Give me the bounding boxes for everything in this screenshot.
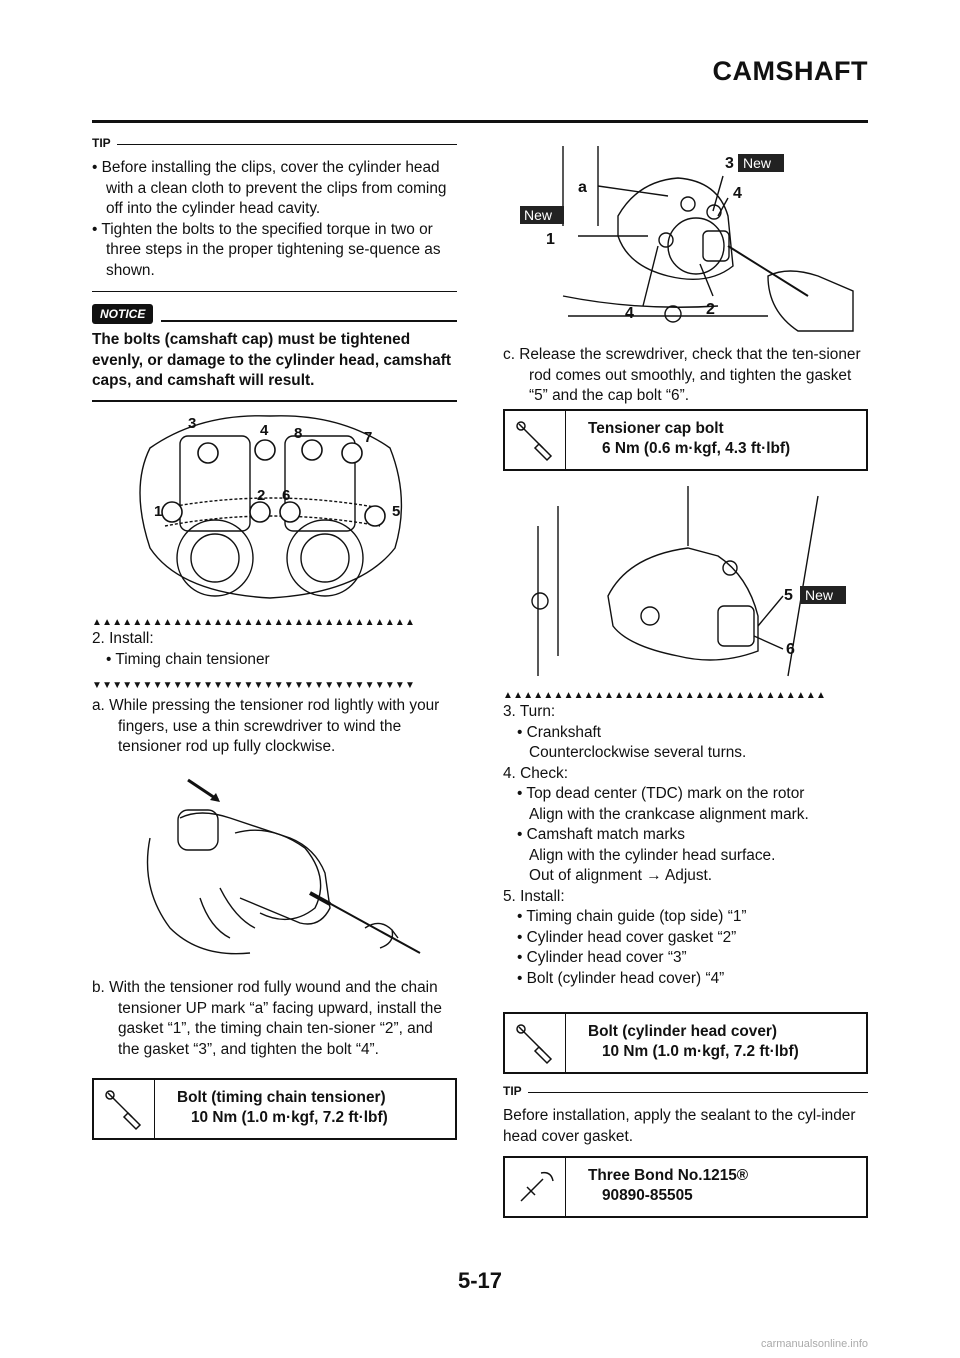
notice-heading: NOTICE [92, 304, 457, 324]
step-5-item: • Cylinder head cover “3” [517, 949, 687, 966]
substep-c: c. Release the screwdriver, check that t… [503, 346, 861, 404]
callout-8: 8 [294, 425, 302, 442]
left-column-steps: ▲▲▲▲▲▲▲▲▲▲▲▲▲▲▲▲▲▲▲▲▲▲▲▲▲▲▲▲▲▲▲▲ 2. Inst… [92, 617, 457, 758]
end-marker: ▲▲▲▲▲▲▲▲▲▲▲▲▲▲▲▲▲▲▲▲▲▲▲▲▲▲▲▲▲▲▲▲ [503, 690, 827, 701]
spec-value: 10 Nm (1.0 m·kgf, 7.2 ft·lbf) [602, 1043, 799, 1060]
spec-value: 90890-85505 [602, 1187, 693, 1204]
step-4-detail: Align with the cylinder head surface. [529, 846, 776, 864]
torque-wrench-icon [94, 1080, 155, 1138]
step-4: 4. Check: [503, 764, 569, 782]
step-4-detail: Align with the crankcase alignment mark. [529, 805, 809, 823]
step-5-item: • Timing chain guide (top side) “1” [517, 908, 747, 925]
step-5-item: • Cylinder head cover gasket “2” [517, 928, 737, 946]
substep-a: a. While pressing the tensioner rod ligh… [92, 697, 440, 755]
right-column-sub-c: c. Release the screwdriver, check that t… [503, 345, 868, 407]
callout-5: 5 [392, 503, 400, 520]
spec-name: Three Bond No.1215® [588, 1167, 749, 1184]
spec-name: Tensioner cap bolt [588, 420, 724, 437]
callout-1: 1 [546, 231, 555, 248]
callout-3: 3 [725, 155, 734, 172]
start-marker: ▼▼▼▼▼▼▼▼▼▼▼▼▼▼▼▼▼▼▼▼▼▼▼▼▼▼▼▼▼▼▼▼ [92, 680, 416, 691]
end-marker: ▲▲▲▲▲▲▲▲▲▲▲▲▲▲▲▲▲▲▲▲▲▲▲▲▲▲▲▲▲▲▲▲ [92, 617, 416, 628]
callout-3: 3 [188, 415, 196, 432]
sealant-spec-box: Three Bond No.1215® 90890-85505 [503, 1156, 868, 1218]
torque-wrench-icon [505, 411, 566, 469]
callout-4: 4 [733, 185, 742, 202]
tensioner-cap-figure: 5 6 New [531, 486, 846, 677]
step-3-item: • Crankshaft [517, 723, 602, 741]
callout-5: 5 [784, 587, 793, 604]
tip-item: • Tighten the bolts to the specified tor… [92, 220, 441, 279]
watermark: carmanualsonline.info [760, 1338, 868, 1350]
left-column: TIP • Before installing the clips, cover… [92, 136, 457, 402]
torque-spec-box: Tensioner cap bolt 6 Nm (0.6 m·kgf, 4.3 … [503, 409, 868, 471]
step-2: 2. Install: [92, 630, 154, 647]
step-3-detail: Counterclockwise several turns. [529, 744, 747, 761]
new-badge: New [805, 587, 834, 603]
torque-spec-box: Bolt (cylinder head cover) 10 Nm (1.0 m·… [503, 1012, 868, 1074]
torque-wrench-icon [505, 1014, 566, 1072]
page-number: 5-17 [457, 1268, 503, 1293]
header-rule [92, 120, 868, 123]
callout-4: 4 [260, 422, 269, 439]
right-column-steps: ▲▲▲▲▲▲▲▲▲▲▲▲▲▲▲▲▲▲▲▲▲▲▲▲▲▲▲▲▲▲▲▲ 3. Turn… [503, 690, 868, 989]
tip-label: TIP [92, 136, 111, 150]
callout-6: 6 [786, 641, 795, 658]
right-tip: TIP Before installation, apply the seala… [503, 1084, 868, 1158]
divider [92, 399, 457, 402]
tip-heading: TIP [92, 136, 457, 150]
step-2-item: • Timing chain tensioner [106, 650, 270, 668]
sealant-icon [505, 1158, 566, 1216]
callout-2: 2 [706, 301, 715, 318]
callout-1: 1 [154, 503, 162, 520]
callout-4: 4 [625, 305, 634, 322]
new-badge: New [524, 207, 553, 223]
step-4-detail: Out of alignment → Adjust. [529, 867, 713, 884]
tensioner-wind-figure [146, 778, 421, 955]
spec-name: Bolt (cylinder head cover) [588, 1023, 778, 1040]
callout-2: 2 [257, 487, 265, 504]
spec-value: 6 Nm (0.6 m·kgf, 4.3 ft·lbf) [602, 440, 791, 457]
substep-b: b. With the tensioner rod fully wound an… [92, 979, 442, 1058]
step-3: 3. Turn: [503, 703, 556, 720]
camshaft-cap-figure: 1 2 3 4 5 6 7 8 [139, 415, 403, 599]
callout-6: 6 [282, 487, 290, 504]
divider [92, 291, 457, 292]
step-5: 5. Install: [503, 887, 565, 905]
notice-badge: NOTICE [92, 304, 154, 324]
tip-text: Before installation, apply the sealant t… [503, 1107, 856, 1145]
tip-label: TIP [503, 1084, 522, 1098]
torque-spec-box: Bolt (timing chain tensioner) 10 Nm (1.0… [92, 1078, 457, 1140]
tip-item: • Before installing the clips, cover the… [92, 159, 447, 217]
new-badge: New [743, 155, 772, 171]
tip-heading: TIP [503, 1084, 868, 1098]
callout-a: a [578, 179, 587, 196]
step-4-item: • Top dead center (TDC) mark on the roto… [517, 785, 805, 802]
step-4-item: • Camshaft match marks [517, 826, 685, 843]
notice-text: The bolts (camshaft cap) must be tighten… [92, 331, 451, 389]
spec-name: Bolt (timing chain tensioner) [177, 1089, 386, 1106]
step-5-item: • Bolt (cylinder head cover) “4” [517, 969, 725, 987]
tensioner-install-figure: a 1 2 3 4 4 New New [520, 146, 854, 332]
left-column-sub-b: b. With the tensioner rod fully wound an… [92, 978, 457, 1060]
callout-7: 7 [364, 429, 372, 446]
spec-value: 10 Nm (1.0 m·kgf, 7.2 ft·lbf) [191, 1109, 388, 1126]
page-title: CAMSHAFT [712, 56, 868, 86]
